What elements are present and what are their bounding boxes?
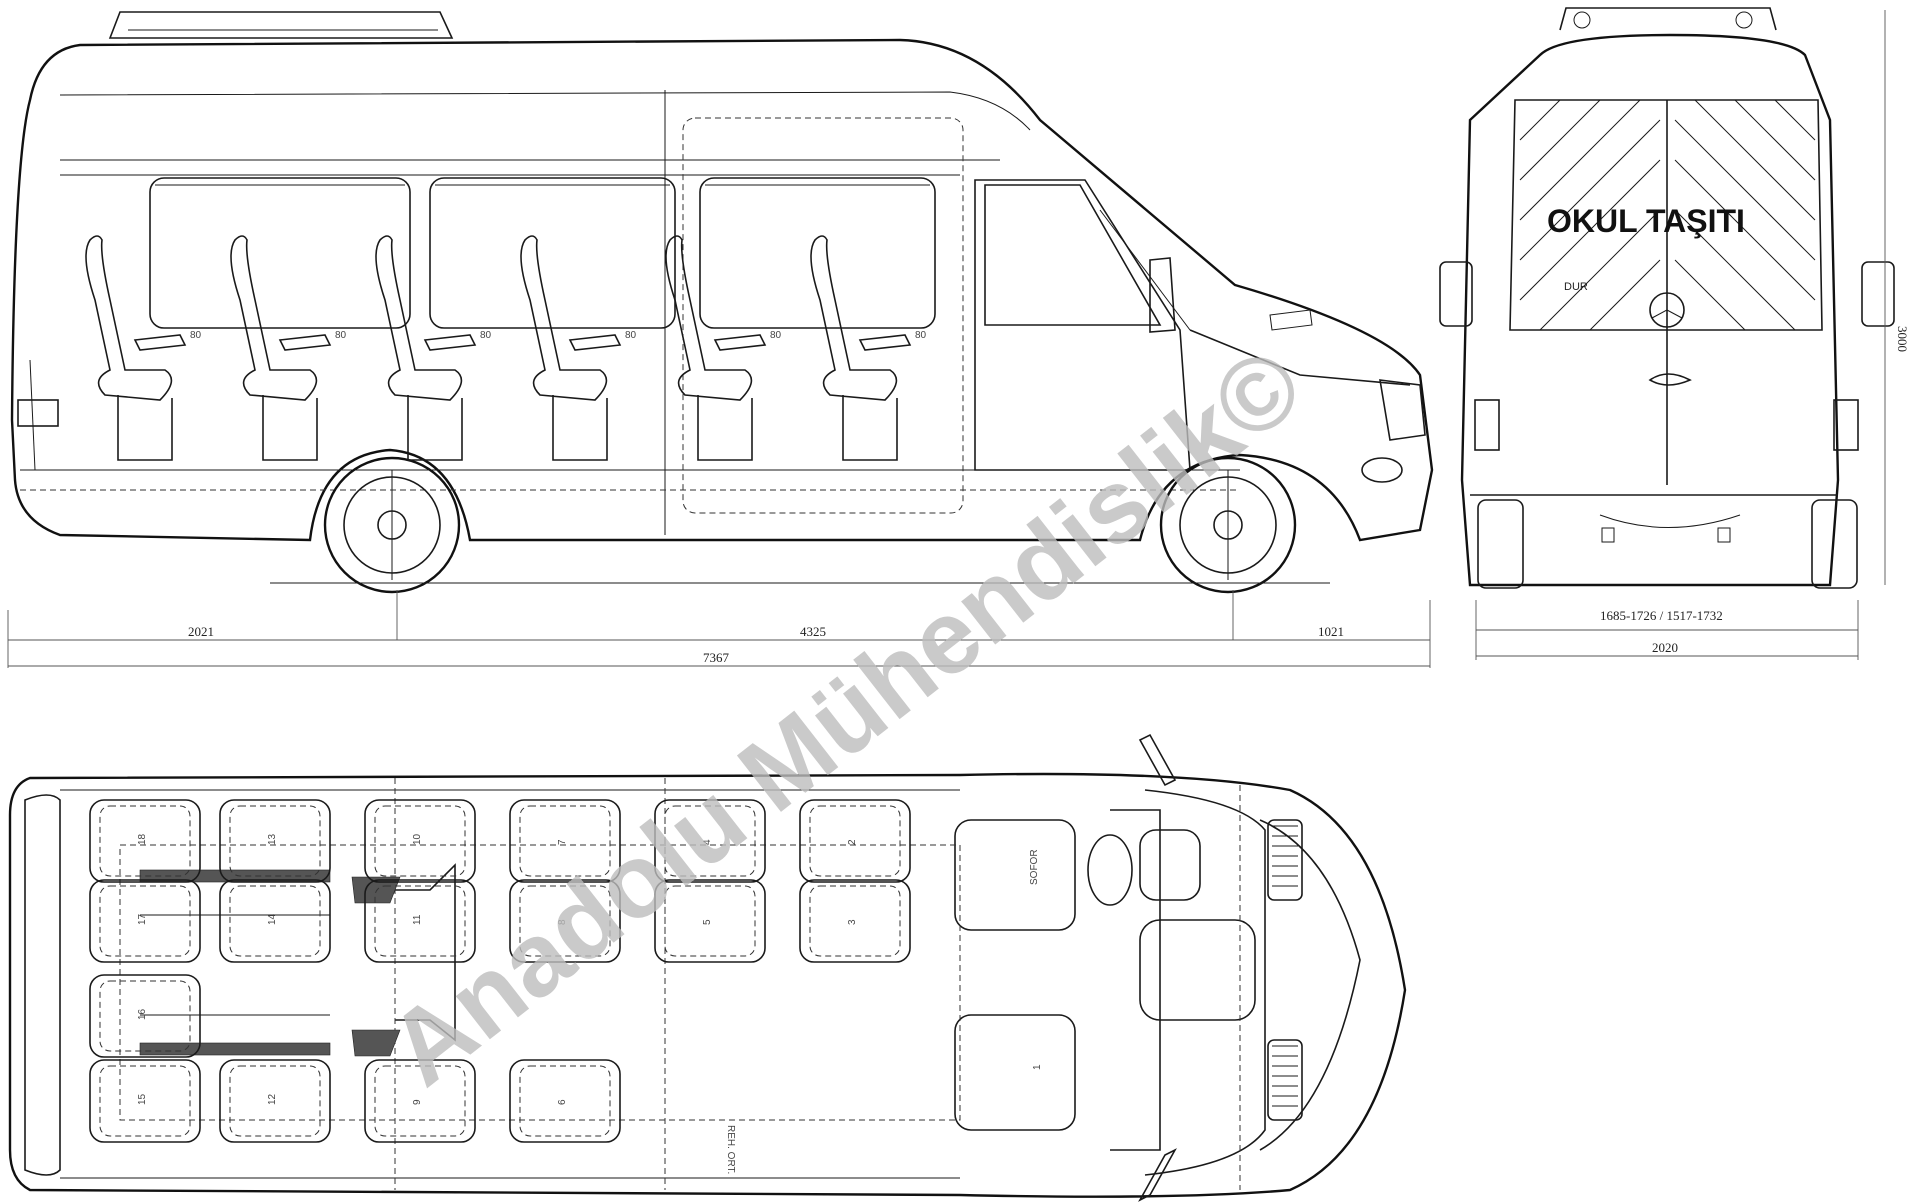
seat: 13 (219, 799, 331, 883)
seat-number: 14 (267, 913, 278, 925)
seat: 15 (89, 1059, 201, 1143)
side-view: 80 80 80 80 80 80 (10, 11, 1434, 594)
rear-view: OKUL TAŞITI DUR 3000 (1439, 7, 1910, 589)
seat: 8 (509, 879, 621, 963)
rear-glass-hatching (1519, 99, 1816, 331)
seat-number: 1 (1032, 1064, 1043, 1070)
front-overhang-dim: 2021 (188, 624, 214, 639)
rear-view-dimensions: 1685-1726 / 1517-1732 2020 (1475, 600, 1859, 660)
side-seat-label: 80 (335, 330, 347, 341)
seat: 6 (509, 1059, 621, 1143)
seat-number: 12 (267, 1093, 278, 1105)
seat: 3 (799, 879, 911, 963)
side-seat-label: 80 (770, 330, 782, 341)
seat: 12 (219, 1059, 331, 1143)
seat: 7 (509, 799, 621, 883)
seat-number: 18 (137, 833, 148, 845)
top-view: 18 13 10 7 4 2 17 14 11 8 5 3 16 15 12 9 6 1 SOFOR REH. O… (8, 733, 1407, 1202)
seat-number: 17 (137, 913, 148, 925)
seat-number: 6 (557, 1099, 568, 1105)
guide-label: REH. ORT. (725, 1125, 736, 1174)
seat-number: 4 (702, 839, 713, 845)
side-seat: 80 (230, 235, 347, 461)
seat-number: 11 (412, 914, 423, 925)
overall-length-dim: 7367 (703, 650, 730, 665)
rear-overhang-dim: 1021 (1318, 624, 1344, 639)
side-seat: 80 (520, 235, 637, 461)
seat-number: 2 (847, 839, 858, 845)
seat: 14 (219, 879, 331, 963)
seat-number: 9 (412, 1099, 423, 1105)
school-vehicle-sign: OKUL TAŞITI (1547, 203, 1745, 239)
seat: 18 (89, 799, 201, 883)
seat-number: 7 (557, 839, 568, 845)
seat: 4 (654, 799, 766, 883)
side-seat: 80 (810, 235, 927, 461)
side-seat-label: 80 (190, 330, 202, 341)
height-dim: 3000 (1895, 326, 1910, 352)
seat-number: 8 (557, 919, 568, 925)
top-seat-group: 18 13 10 7 4 2 17 14 11 8 5 3 16 15 12 9 6 1 (89, 799, 1043, 1143)
side-seat: 80 (85, 235, 202, 461)
seat-number: 5 (702, 919, 713, 925)
driver-label: SOFOR (1029, 849, 1040, 885)
watermark: Anadolu Mühendislik© (368, 326, 1324, 1108)
side-seat: 80 (665, 235, 782, 461)
seat: 16 (89, 974, 201, 1058)
seat-number: 13 (267, 833, 278, 845)
seat: 5 (654, 879, 766, 963)
side-seat: 80 (375, 235, 492, 461)
seat: 9 (364, 1059, 476, 1143)
width-dim: 2020 (1652, 640, 1678, 655)
side-seat-label: 80 (480, 330, 492, 341)
seat-number: 16 (137, 1008, 148, 1020)
seat: 2 (799, 799, 911, 883)
seat-number: 10 (412, 833, 423, 845)
side-seat-group: 80 80 80 80 80 80 (85, 235, 927, 461)
wheelbase-dim: 4325 (800, 624, 826, 639)
seat: 17 (89, 879, 201, 963)
seat: 11 (364, 879, 476, 963)
side-view-dimensions: 2021 4325 1021 7367 (7, 590, 1431, 668)
seat: 10 (364, 799, 476, 883)
stop-label: DUR (1564, 281, 1588, 293)
side-seat-label: 80 (625, 330, 637, 341)
seat-number: 15 (137, 1093, 148, 1105)
side-seat-label: 80 (915, 330, 927, 341)
track-dim: 1685-1726 / 1517-1732 (1600, 608, 1723, 623)
seat-number: 3 (847, 919, 858, 925)
